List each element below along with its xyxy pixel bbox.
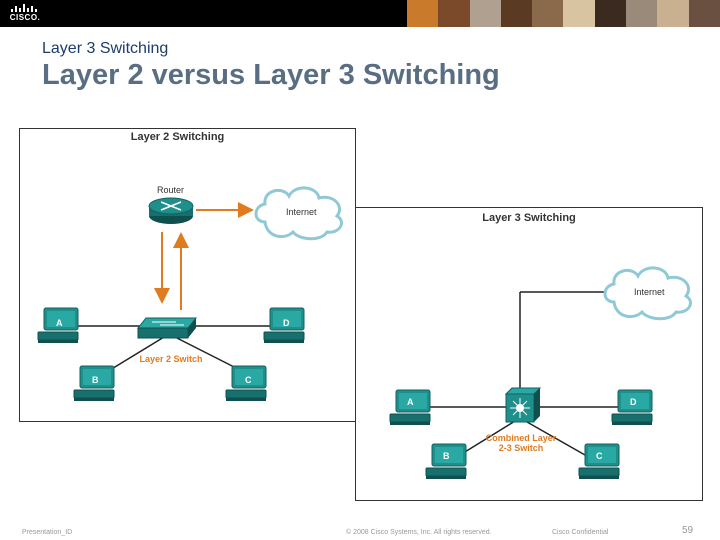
layer2-diagram-panel: Layer 2 Switching	[19, 128, 356, 422]
slide-title: Layer 2 versus Layer 3 Switching	[42, 59, 500, 91]
multilayer-switch-label-line1: Combined Layer	[485, 433, 557, 443]
router-icon	[148, 197, 194, 224]
pc-icon	[578, 443, 620, 480]
pc-label-a: A	[407, 397, 414, 407]
layer2-panel-title: Layer 2 Switching	[130, 131, 225, 143]
pc-icon	[425, 443, 467, 480]
internet-label: Internet	[286, 207, 317, 217]
multilayer-switch-label-line2: 2-3 Switch	[498, 443, 544, 453]
internet-label: Internet	[634, 287, 665, 297]
footer-copyright: © 2008 Cisco Systems, Inc. All rights re…	[346, 529, 492, 536]
pc-label-b: B	[443, 451, 450, 461]
pc-label-c: C	[245, 375, 252, 385]
pc-label-d: D	[630, 397, 637, 407]
layer2-switch-label: Layer 2 Switch	[139, 354, 203, 364]
pc-icon	[389, 389, 431, 426]
router-label: Router	[157, 185, 185, 195]
top-banner: CISCO.	[0, 0, 720, 27]
pc-label-b: B	[92, 375, 99, 385]
pc-label-a: A	[56, 318, 63, 328]
slide-subtitle: Layer 3 Switching	[42, 40, 169, 57]
footer-presentation-id: Presentation_ID	[22, 529, 73, 536]
header-photo-strip	[407, 0, 720, 27]
page-number: 59	[682, 525, 694, 536]
layer3-diagram-panel: Layer 3 Switching	[355, 207, 703, 501]
multilayer-switch-icon	[504, 387, 542, 423]
pc-label-c: C	[596, 451, 603, 461]
layer2-switch-icon	[136, 317, 198, 339]
cisco-logo: CISCO.	[8, 3, 42, 23]
layer3-panel-title: Layer 3 Switching	[482, 212, 576, 224]
pc-label-d: D	[283, 318, 290, 328]
footer-confidential: Cisco Confidential	[552, 529, 609, 536]
pc-icon	[611, 389, 653, 426]
